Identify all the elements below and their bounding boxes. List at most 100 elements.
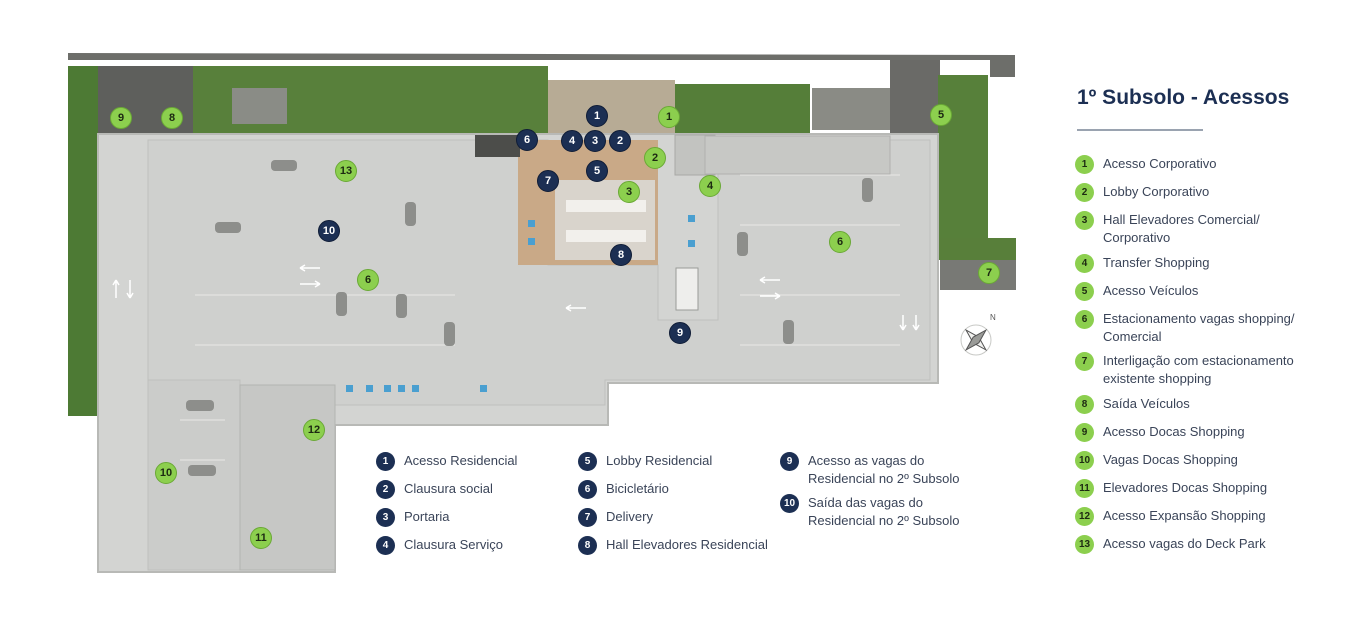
legend-label: Bicicletário: [606, 481, 669, 496]
ramp-shaft: [675, 267, 699, 311]
legend-badge: 3: [1075, 211, 1094, 230]
map-marker-navy-9: 9: [669, 322, 691, 344]
legend-residential-item: 6 Bicicletário: [578, 480, 669, 499]
bike-storage: [475, 135, 520, 157]
legend-access-item: 7 Interligação com estacionamento existe…: [1075, 352, 1313, 388]
legend-access-item: 13 Acesso vagas do Deck Park: [1075, 535, 1313, 554]
legend-residential-item: 7 Delivery: [578, 508, 653, 527]
legend-residential-item: 1 Acesso Residencial: [376, 452, 517, 471]
legend-badge: 10: [780, 494, 799, 513]
map-marker-green-10: 10: [155, 462, 177, 484]
traffic-arrows: [112, 264, 920, 331]
legend-label: Hall Elevadores Comercial/ Corporativo: [1103, 212, 1260, 245]
legend-residential-item: 2 Clausura social: [376, 480, 493, 499]
floor-plan-drawing: N: [68, 53, 1016, 573]
map-marker-navy-3: 3: [584, 130, 606, 152]
map-marker-navy-8: 8: [610, 244, 632, 266]
legend-access-item: 11 Elevadores Docas Shopping: [1075, 479, 1313, 498]
legend-access-item: 9 Acesso Docas Shopping: [1075, 423, 1313, 442]
legend-badge: 13: [1075, 535, 1094, 554]
parked-cars: [186, 160, 873, 476]
map-marker-green-3: 3: [618, 181, 640, 203]
map-marker-green-9: 9: [110, 107, 132, 129]
map-marker-green-12: 12: [303, 419, 325, 441]
legend-badge: 8: [578, 536, 597, 555]
legend-access-item: 5 Acesso Veículos: [1075, 282, 1313, 301]
parking-stalls: [180, 174, 900, 461]
map-marker-navy-6: 6: [516, 129, 538, 151]
legend-label: Estacionamento vagas shopping/ Comercial: [1103, 311, 1295, 344]
legend-residential-item: 8 Hall Elevadores Residencial: [578, 536, 768, 555]
map-marker-navy-4: 4: [561, 130, 583, 152]
legend-access-item: 4 Transfer Shopping: [1075, 254, 1313, 273]
elevators-row-1: [566, 200, 646, 212]
legend-badge: 6: [578, 480, 597, 499]
legend-label: Hall Elevadores Residencial: [606, 537, 768, 552]
legend-label: Delivery: [606, 509, 653, 524]
legend-badge: 11: [1075, 479, 1094, 498]
right-garden-lower: [938, 238, 1016, 260]
legend-badge: 2: [376, 480, 395, 499]
map-marker-green-4: 4: [699, 175, 721, 197]
map-marker-navy-5: 5: [586, 160, 608, 182]
legend-access-item: 10 Vagas Docas Shopping: [1075, 451, 1313, 470]
garden-pavilion: [232, 88, 287, 124]
left-garden: [68, 66, 98, 416]
map-marker-green-6b: 6: [829, 231, 851, 253]
legend-badge: 1: [376, 452, 395, 471]
compass-label: N: [990, 313, 996, 322]
legend-badge: 7: [578, 508, 597, 527]
floor-plan: N 9 8 1 5 2 13 3 4 10 6 6 7 12 11 1 6 4 …: [68, 53, 1016, 573]
legend-label: Acesso Residencial: [404, 453, 518, 468]
legend-label: Acesso Veículos: [1103, 283, 1199, 298]
map-marker-navy-1: 1: [586, 105, 608, 127]
legend-label: Elevadores Docas Shopping: [1103, 480, 1268, 495]
compass-rose-icon: N: [960, 313, 996, 356]
top-wall: [68, 53, 1015, 77]
entrance-plaza: [548, 80, 675, 135]
legend-access-item: 1 Acesso Corporativo: [1075, 155, 1313, 174]
legend-label: Interligação com estacionamento existent…: [1103, 353, 1294, 386]
title-divider: [1077, 129, 1203, 131]
legend-label: Acesso vagas do Deck Park: [1103, 536, 1266, 551]
accessible-parking-icons: [346, 215, 695, 392]
legend-residential-item: 3 Portaria: [376, 508, 450, 527]
legend-badge: 12: [1075, 507, 1094, 526]
legend-label: Saída Veículos: [1103, 396, 1190, 411]
legend-access-item: 12 Acesso Expansão Shopping: [1075, 507, 1313, 526]
map-marker-green-7: 7: [978, 262, 1000, 284]
map-marker-green-8: 8: [161, 107, 183, 129]
legend-access-item: 8 Saída Veículos: [1075, 395, 1313, 414]
legend-badge: 10: [1075, 451, 1094, 470]
legend-badge: 9: [1075, 423, 1094, 442]
legend-title: 1º Subsolo - Acessos: [1077, 86, 1290, 109]
legend-label: Acesso as vagas do Residencial no 2º Sub…: [808, 453, 960, 486]
legend-badge: 9: [780, 452, 799, 471]
legend-access-item: 3 Hall Elevadores Comercial/ Corporativo: [1075, 211, 1283, 247]
map-marker-green-6a: 6: [357, 269, 379, 291]
map-marker-navy-10: 10: [318, 220, 340, 242]
legend-label: Clausura social: [404, 481, 493, 496]
legend-badge: 1: [1075, 155, 1094, 174]
legend-residential-item: 4 Clausura Serviço: [376, 536, 503, 555]
map-marker-green-5: 5: [930, 104, 952, 126]
legend-access-item: 6 Estacionamento vagas shopping/ Comerci…: [1075, 310, 1313, 346]
legend-badge: 4: [376, 536, 395, 555]
map-marker-green-1: 1: [658, 106, 680, 128]
legend-badge: 8: [1075, 395, 1094, 414]
map-marker-navy-2: 2: [609, 130, 631, 152]
garden-kiosk: [812, 88, 890, 130]
legend-badge: 3: [376, 508, 395, 527]
legend-badge: 2: [1075, 183, 1094, 202]
legend-label: Acesso Expansão Shopping: [1103, 508, 1266, 523]
map-marker-green-13: 13: [335, 160, 357, 182]
map-marker-green-11: 11: [250, 527, 272, 549]
elevators-row-2: [566, 230, 646, 242]
legend-badge: 7: [1075, 352, 1094, 371]
legend-label: Acesso Corporativo: [1103, 156, 1217, 171]
elevator-hall: [555, 180, 655, 260]
legend-access-item: 2 Lobby Corporativo: [1075, 183, 1313, 202]
legend-label: Transfer Shopping: [1103, 255, 1210, 270]
legend-residential-item: 10 Saída das vagas do Residencial no 2º …: [780, 494, 978, 530]
legend-label: Lobby Residencial: [606, 453, 713, 468]
